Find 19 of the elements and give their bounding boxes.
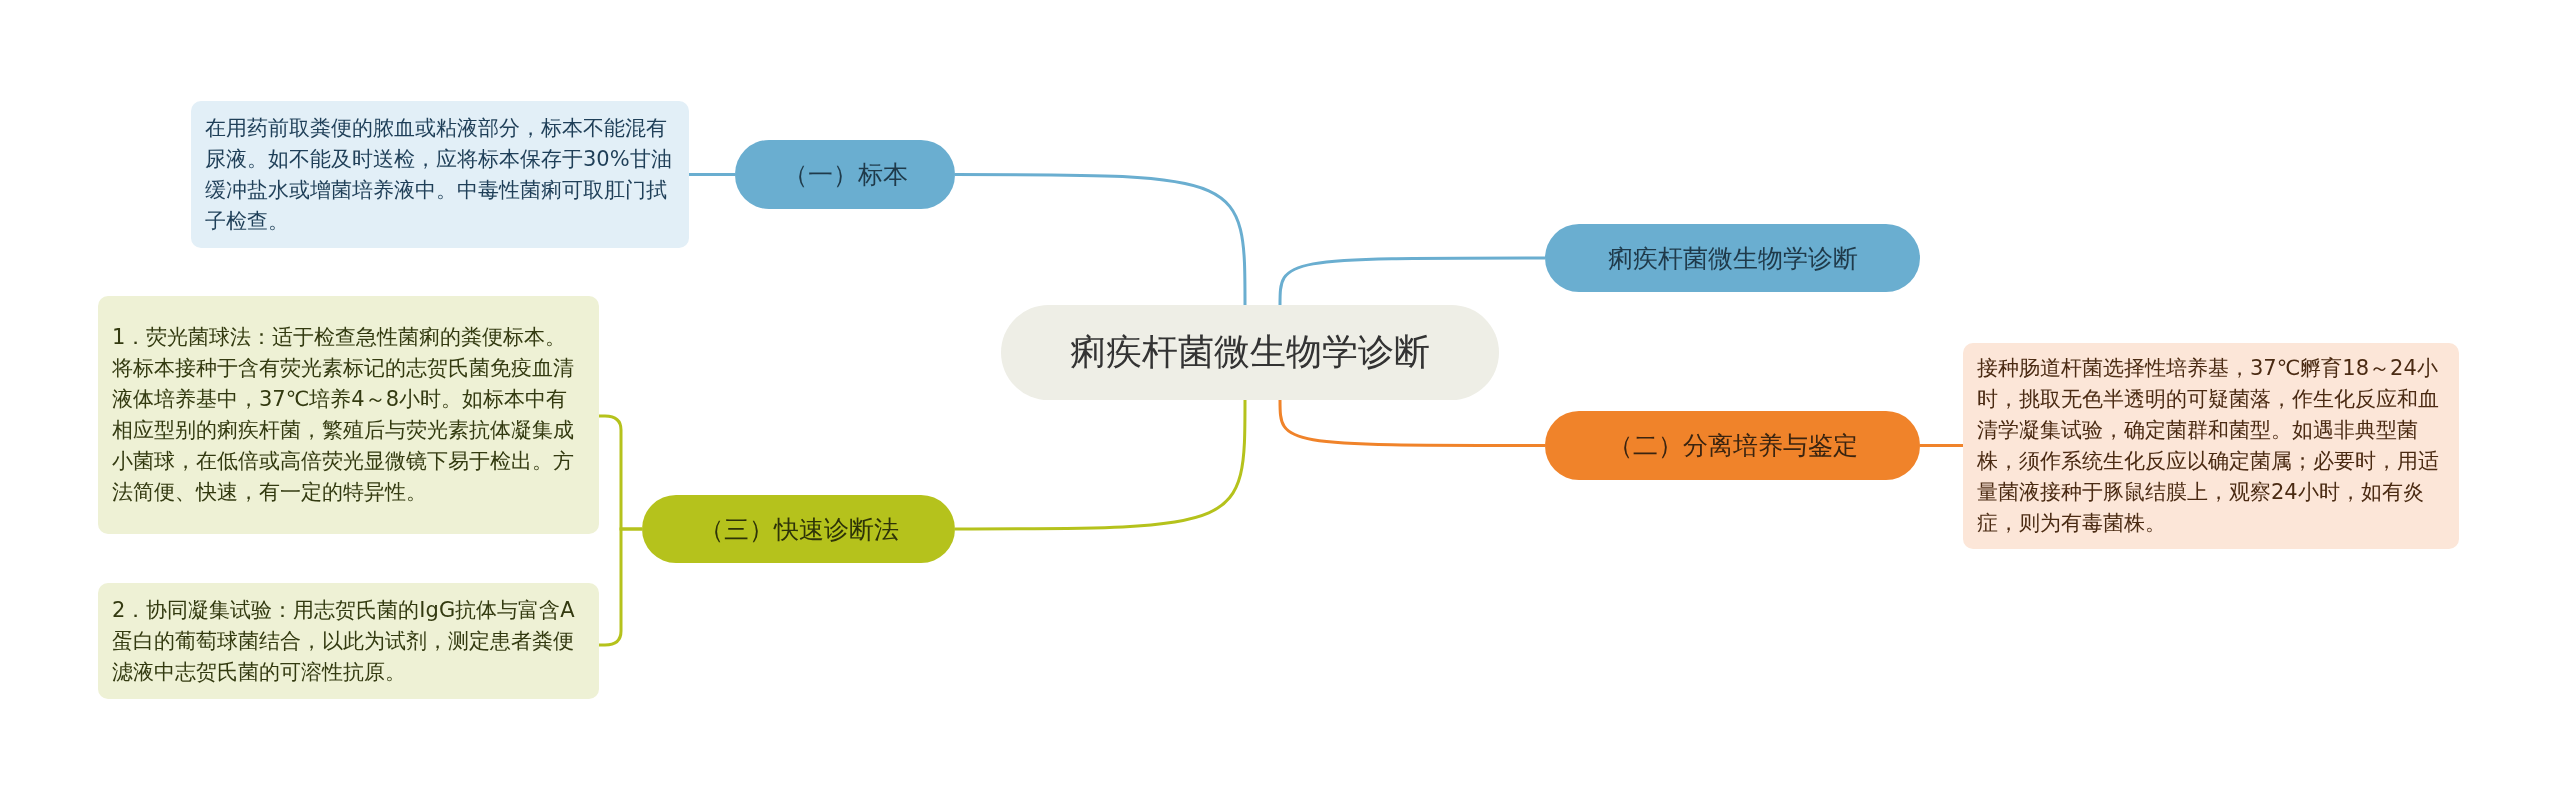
- topic-label: （三）快速诊断法: [698, 513, 899, 546]
- note-text: 1．荧光菌球法：适于检查急性菌痢的粪便标本。将标本接种于含有荧光素标记的志贺氏菌免疫血清液体培养基中，37℃培养4～8小时。如标本中有相应型别的痢疾杆菌，繁殖后与荧光素抗体凝集成小菌球，在低倍或高倍荧光显微镜下易于检出。方法简便、快速，有一定的特异性。: [112, 324, 575, 506]
- connector-line: [1278, 399, 1545, 447]
- note-text: 在用药前取粪便的脓血或粘液部分，标本不能混有尿液。如不能及时送检，应将标本保存于30%甘油缓冲盐水或增菌培养液中。中毒性菌痢可取肛门拭子检查。: [205, 114, 673, 235]
- note-card: [98, 583, 599, 699]
- connector-line: [955, 400, 1247, 531]
- connector-line: [689, 173, 735, 176]
- connector-line: [1278, 256, 1545, 305]
- topic-label: 痢疾杆菌微生物学诊断: [1607, 242, 1858, 275]
- topic-label: （二）分离培养与鉴定: [1607, 430, 1858, 462]
- topic-label: （一）标本: [782, 159, 908, 191]
- connector-line: [1920, 444, 1963, 447]
- note-text: 接种肠道杆菌选择性培养基，37℃孵育18～24小时，挑取无色半透明的可疑菌落，作生化反应和血清学凝集试验，确定菌群和菌型。如遇非典型菌株，须作系统生化反应以确定菌属；必要时，用适量菌液接种于豚鼠结膜上，观察24小时，如有炎症，则为有毒菌株。: [1977, 355, 2440, 537]
- connector-line: [955, 173, 1247, 305]
- note-card: [1963, 343, 2459, 549]
- topic-label: 痢疾杆菌微生物学诊断: [1070, 330, 1430, 374]
- note-text: 2．协同凝集试验：用志贺氏菌的IgG抗体与富含A蛋白的葡萄球菌结合，以此为试剂，测定患者粪便滤液中志贺氏菌的可溶性抗原。: [112, 596, 576, 686]
- note-card: [98, 296, 599, 534]
- note-card: [191, 101, 689, 248]
